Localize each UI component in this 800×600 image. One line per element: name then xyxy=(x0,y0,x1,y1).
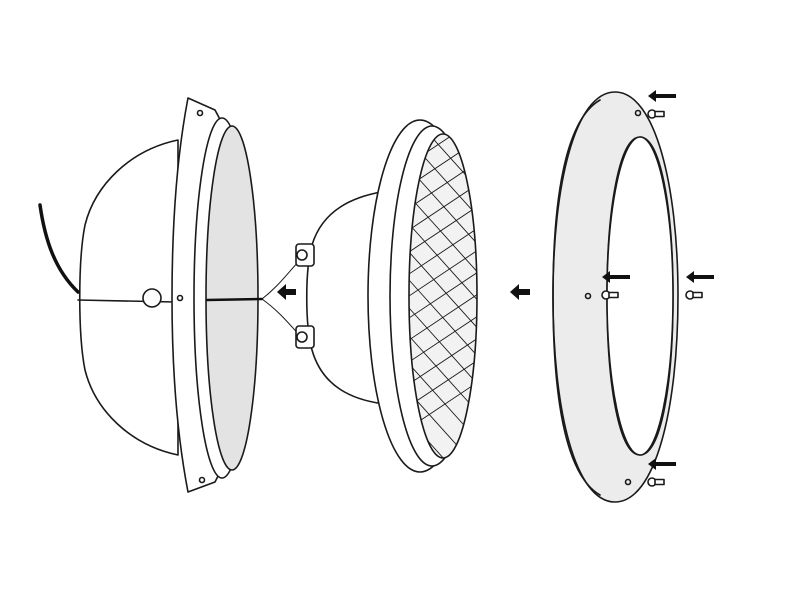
grid-line xyxy=(400,18,490,118)
terminal-bottom xyxy=(295,325,315,349)
grid-line xyxy=(400,0,490,90)
grid-line xyxy=(409,241,477,303)
ring-hole xyxy=(584,292,592,300)
housing-wire xyxy=(205,297,264,302)
grid-line xyxy=(409,241,477,343)
flange-hole xyxy=(198,476,206,484)
grid-line xyxy=(409,213,477,315)
lamp-lens xyxy=(408,133,478,459)
grid-line xyxy=(400,0,490,60)
arrow-left-icon xyxy=(648,458,676,470)
grid-line xyxy=(400,0,490,34)
housing-dome xyxy=(78,139,179,456)
screw-icon xyxy=(647,477,665,487)
grid-line xyxy=(400,22,490,82)
screw-icon xyxy=(685,290,703,300)
arrow-left-icon xyxy=(277,284,296,300)
ring-hole xyxy=(634,109,642,117)
grid-line xyxy=(400,44,490,104)
screw-icon xyxy=(601,290,619,300)
ring-edge xyxy=(552,99,601,496)
flange-hole xyxy=(196,109,204,117)
terminal-top xyxy=(295,243,315,267)
housing-cable xyxy=(38,203,80,294)
grid-line xyxy=(409,285,477,347)
grid-line xyxy=(409,307,477,369)
grid-line xyxy=(400,0,490,6)
flange-hole xyxy=(176,294,184,302)
arrow-left-icon xyxy=(602,271,630,283)
housing-bump xyxy=(142,288,162,308)
arrow-left-icon xyxy=(686,271,714,283)
grid-line xyxy=(400,466,490,566)
ring-hole xyxy=(624,478,632,486)
grid-line xyxy=(400,0,490,62)
lamp xyxy=(261,0,490,566)
grid-line xyxy=(409,263,477,325)
grid-line xyxy=(400,0,490,16)
screw-icon xyxy=(647,109,665,119)
grid-line xyxy=(400,0,490,38)
housing xyxy=(38,97,264,493)
arrow-left-icon xyxy=(510,284,530,300)
arrow-left-icon xyxy=(648,90,676,102)
grid-line xyxy=(409,329,477,391)
grid-line xyxy=(400,66,490,126)
